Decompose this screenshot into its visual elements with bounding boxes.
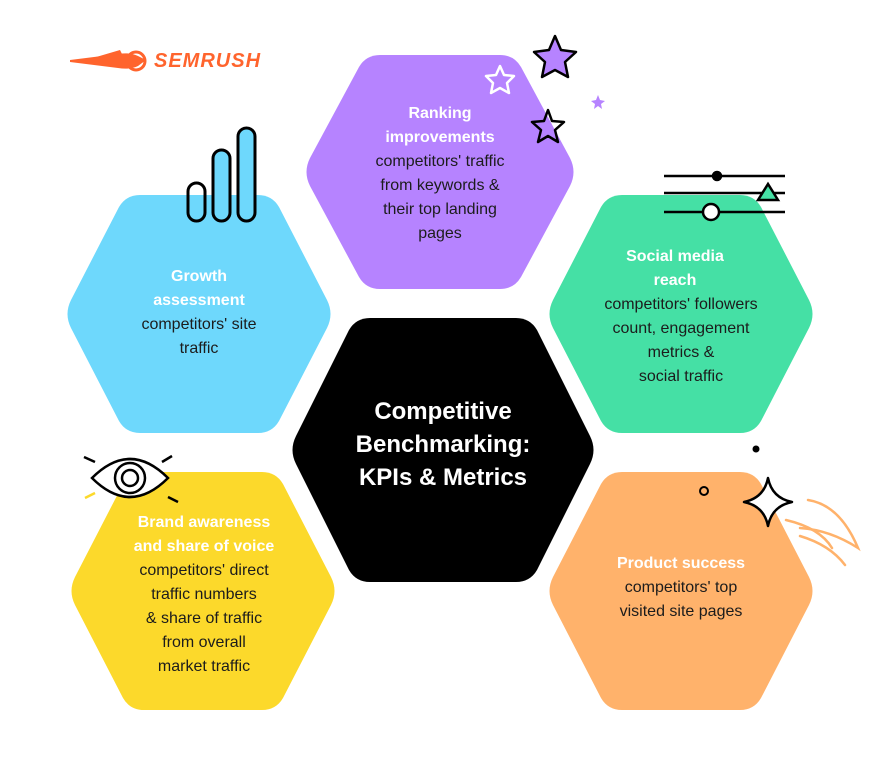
ranking-title-line-1: Ranking: [408, 105, 472, 122]
center-title-line-3: KPIs & Metrics: [358, 464, 528, 491]
social-desc-line-2: count, engagement: [612, 320, 750, 337]
eye-ray-yellow: [84, 491, 96, 500]
hexagon-product: [549, 472, 813, 710]
sparkle-icon: [742, 476, 794, 528]
center-title-line-1: Competitive: [374, 398, 512, 425]
semrush-logo: SEMRUSH: [68, 48, 288, 76]
social-title-line-2: reach: [653, 272, 697, 289]
brand-desc-line-2: traffic numbers: [151, 586, 257, 603]
growth-title-line-1: Growth: [171, 268, 227, 285]
hexagon-brand: [71, 472, 335, 710]
eye-icon: [83, 454, 179, 504]
brand-desc-line-5: market traffic: [157, 658, 251, 675]
ranking-desc-line-4: pages: [418, 225, 462, 242]
product-title-line-1: Product success: [616, 555, 746, 572]
social-title-line-1: Social media: [626, 248, 724, 265]
hexagon-social: [549, 195, 813, 433]
ranking-text-block: Ranking improvements competitors' traffi…: [342, 102, 538, 246]
growth-title-line-2: assessment: [153, 292, 245, 309]
product-desc-line-1: competitors' top: [624, 579, 738, 596]
social-desc-line-1: competitors' followers: [604, 296, 758, 313]
brand-desc-line-3: & share of traffic: [145, 610, 263, 627]
brand-name: SEMRUSH: [154, 50, 262, 72]
social-desc-line-3: metrics &: [647, 344, 715, 361]
growth-desc-line-1: competitors' site: [141, 316, 257, 333]
dot-decoration: [752, 445, 760, 453]
hexagon-growth: [67, 195, 331, 433]
product-desc-line-2: visited site pages: [619, 603, 743, 620]
hexagon-ranking: [306, 55, 574, 289]
hexagon-center: [292, 318, 594, 582]
ranking-desc-line-3: their top landing: [383, 201, 497, 218]
center-title: Competitive Benchmarking: KPIs & Metrics: [316, 395, 570, 494]
rocket-trail-icon: [784, 498, 861, 567]
ranking-desc-line-2: from keywords &: [380, 177, 500, 194]
social-text-block: Social media reach competitors' follower…: [570, 245, 792, 389]
brand-text-block: Brand awareness and share of voice compe…: [100, 511, 308, 679]
fireball-logo-icon: [70, 50, 147, 72]
brand-desc-line-1: competitors' direct: [139, 562, 269, 579]
growth-text-block: Growth assessment competitors' site traf…: [100, 265, 298, 361]
ranking-desc-line-1: competitors' traffic: [375, 153, 505, 170]
ranking-title-line-2: improvements: [385, 129, 495, 146]
sliders-icon: [664, 170, 785, 222]
center-title-line-2: Benchmarking:: [355, 431, 531, 458]
brand-desc-line-4: from overall: [162, 634, 246, 651]
ring-decoration: [699, 486, 709, 496]
growth-desc-line-2: traffic: [179, 340, 219, 357]
brand-title-line-2: and share of voice: [133, 538, 275, 555]
social-desc-line-4: social traffic: [638, 368, 724, 385]
sparkle-stars-icon: [484, 34, 605, 144]
bar-chart-icon: [186, 126, 257, 223]
brand-title-line-1: Brand awareness: [137, 514, 271, 531]
product-text-block: Product success competitors' top visited…: [580, 552, 782, 624]
